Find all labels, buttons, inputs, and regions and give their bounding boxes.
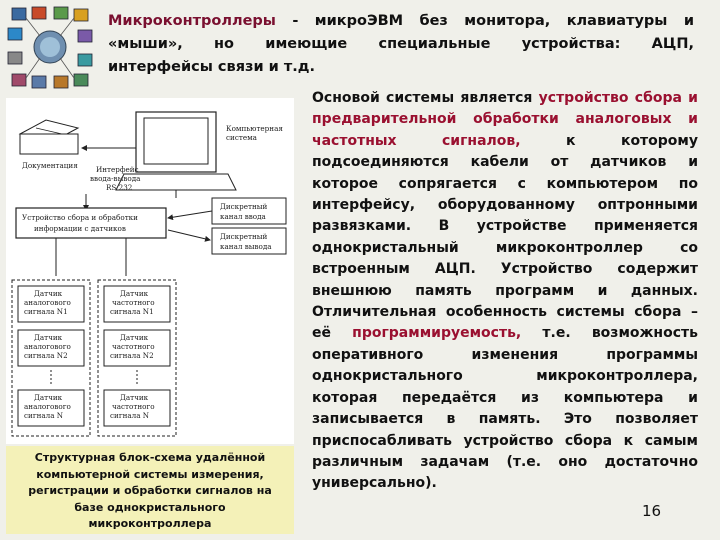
- svg-text:сигнала N1: сигнала N1: [24, 307, 68, 316]
- caption-line: базе однокристального: [74, 500, 226, 514]
- term-microcontrollers: Микроконтроллеры: [108, 13, 276, 29]
- svg-text:сигнала N1: сигнала N1: [110, 307, 154, 316]
- label-input-channel-2: канал ввода: [220, 212, 267, 221]
- analog-sensor-1: Датчик аналогового сигнала N1: [17, 285, 85, 323]
- label-device-2: информации с датчиков: [34, 224, 126, 233]
- computer-icon: [115, 111, 237, 198]
- svg-text:частотного: частотного: [112, 298, 155, 307]
- page-number: 16: [642, 502, 662, 520]
- svg-text:сигнала N2: сигнала N2: [110, 351, 154, 360]
- highlight-programmability: программируемость,: [352, 325, 522, 342]
- svg-text:Датчик: Датчик: [34, 333, 63, 342]
- svg-text:сигнала N: сигнала N: [24, 411, 63, 420]
- svg-text:Датчик: Датчик: [120, 289, 149, 298]
- caption-line: компьютерной системы измерения,: [36, 467, 264, 481]
- definition-line2: «мыши», но имеющие специальные устройств…: [108, 36, 694, 52]
- svg-text:аналогового: аналогового: [24, 342, 71, 351]
- label-device-1: Устройство сбора и обработки: [22, 213, 138, 222]
- svg-text:аналогового: аналогового: [24, 298, 71, 307]
- label-computer-1: Компьютерная: [226, 124, 283, 133]
- definition-text: Микроконтроллеры - микроЭВМ без монитора…: [108, 10, 694, 79]
- svg-text:сигнала N2: сигнала N2: [24, 351, 68, 360]
- svg-text:Датчик: Датчик: [120, 333, 149, 342]
- diagram-caption: Структурная блок-схема удалённой компьют…: [6, 446, 294, 534]
- analog-sensor-n: Датчик аналогового сигнала N: [17, 389, 85, 427]
- definition-line1: - микроЭВМ без монитора, клавиатуры и: [275, 13, 694, 29]
- svg-text:сигнала N: сигнала N: [110, 411, 149, 420]
- svg-text:Датчик: Датчик: [34, 393, 63, 402]
- label-interface-2: ввода-вывода: [90, 174, 141, 183]
- label-output-channel-2: канал вывода: [220, 242, 272, 251]
- svg-text:Датчик: Датчик: [34, 289, 63, 298]
- body-text-2: к которому подсоединяются кабели от датч…: [312, 132, 698, 342]
- caption-line: регистрации и обработки сигналов на: [28, 484, 272, 497]
- svg-text:Датчик: Датчик: [120, 393, 149, 402]
- block-diagram: Документация Компьютерная система Интерф…: [6, 98, 294, 444]
- caption-line: Структурная блок-схема удалённой: [34, 451, 266, 464]
- svg-text:частотного: частотного: [112, 402, 155, 411]
- label-input-channel-1: Дискретный: [220, 202, 267, 211]
- body-text-3: т.е. возможность оперативного изменения …: [312, 325, 698, 492]
- label-interface-3: RS 232: [106, 183, 132, 192]
- freq-sensor-1: Датчик частотного сигнала N1: [103, 285, 171, 323]
- label-documentation: Документация: [22, 161, 78, 170]
- label-computer-2: система: [226, 133, 258, 142]
- definition-line3: интерфейсы связи и т.д.: [108, 59, 315, 75]
- label-interface-1: Интерфейс: [96, 165, 139, 174]
- svg-text:частотного: частотного: [112, 342, 155, 351]
- printer-icon: [18, 119, 80, 155]
- analog-sensor-2: Датчик аналогового сигнала N2: [17, 329, 85, 367]
- caption-line: микроконтроллера: [88, 517, 212, 530]
- freq-sensor-n: Датчик частотного сигнала N: [103, 389, 171, 427]
- body-paragraph: Основой системы является устройство сбор…: [312, 88, 698, 495]
- freq-sensor-2: Датчик частотного сигнала N2: [103, 329, 171, 367]
- highlight-device: устройство сбора и предварительной обраб…: [312, 90, 698, 149]
- body-text-1: Основой системы является: [312, 90, 539, 106]
- svg-text:аналогового: аналогового: [24, 402, 71, 411]
- computer-icons-logo: [6, 4, 94, 90]
- label-output-channel-1: Дискретный: [220, 232, 267, 241]
